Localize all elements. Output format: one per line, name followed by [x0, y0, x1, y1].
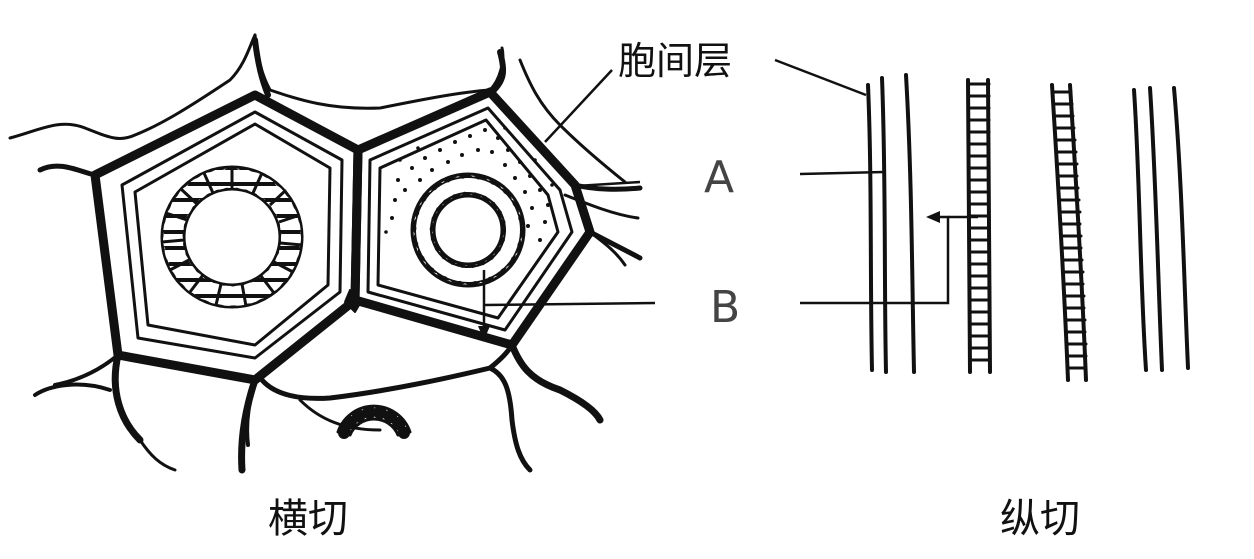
longitudinal-section-drawing	[866, 73, 1190, 382]
cross-section-drawing	[8, 33, 643, 474]
leader-lines	[482, 58, 978, 335]
label-a: A	[704, 152, 734, 203]
label-b: B	[710, 282, 740, 333]
cross-section-caption: 横切	[268, 496, 348, 542]
stipple-dots	[384, 126, 554, 250]
arrowheads	[478, 211, 940, 340]
middle-lamella-label: 胞间层	[618, 39, 732, 83]
ring-segments-left	[161, 167, 303, 307]
longitudinal-section-caption: 纵切	[1000, 496, 1080, 542]
